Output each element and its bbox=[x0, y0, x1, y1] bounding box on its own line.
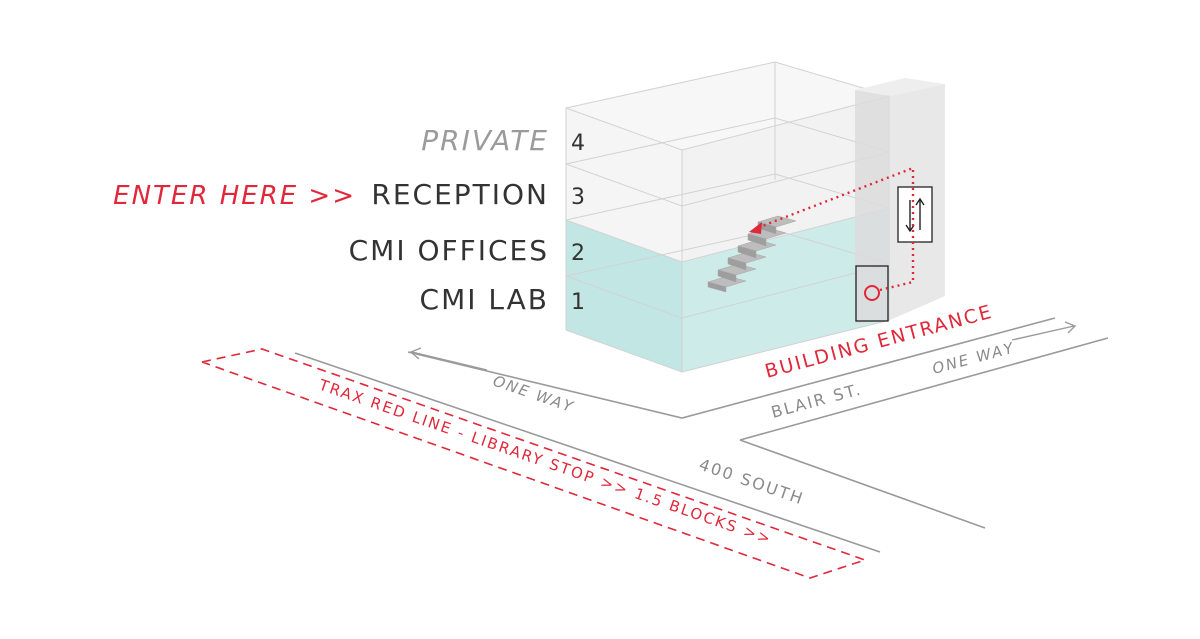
one-way-right-label: ONE WAY bbox=[930, 339, 1017, 378]
floor-3-number: 3 bbox=[571, 185, 585, 210]
floor-3-label: RECEPTION bbox=[371, 178, 549, 211]
floor-1-label: CMI LAB bbox=[420, 283, 549, 316]
400-south-road-near bbox=[294, 352, 881, 553]
route-path bbox=[756, 166, 915, 292]
one-way-arrow-right-icon bbox=[1011, 321, 1077, 341]
blair-street-label: BLAIR ST. bbox=[769, 379, 864, 421]
enter-here-label: ENTER HERE >> bbox=[113, 181, 356, 211]
elevator-tower-top bbox=[855, 78, 945, 96]
entrance-door bbox=[855, 265, 889, 322]
blair-st-road bbox=[739, 337, 1109, 441]
floor-4-number: 4 bbox=[571, 131, 585, 156]
blair-st-road-south bbox=[739, 439, 986, 529]
one-way-arrow-left-icon bbox=[409, 347, 488, 371]
floor-1-2-front bbox=[566, 220, 682, 372]
staircase bbox=[707, 215, 797, 293]
elevator-arrows-icon bbox=[905, 197, 925, 233]
building bbox=[565, 61, 945, 373]
floor-labels: PRIVATE 4 RECEPTION 3 CMI OFFICES 2 CMI … bbox=[113, 124, 585, 316]
floor-2-number: 2 bbox=[571, 241, 585, 266]
roads bbox=[294, 317, 1109, 553]
floor-1-number: 1 bbox=[571, 290, 585, 315]
elevator-box bbox=[897, 186, 933, 243]
floor-4-label: PRIVATE bbox=[421, 124, 549, 157]
entrance-marker-icon bbox=[864, 285, 880, 301]
400-south-label: 400 SOUTH bbox=[697, 455, 807, 509]
roof bbox=[566, 62, 890, 150]
floor-2-label: CMI OFFICES bbox=[349, 234, 549, 267]
one-way-left-label: ONE WAY bbox=[491, 372, 577, 417]
400-south-road-far bbox=[407, 317, 1056, 419]
elevator-tower-front bbox=[855, 90, 890, 324]
route-arrowhead-icon bbox=[749, 222, 762, 234]
